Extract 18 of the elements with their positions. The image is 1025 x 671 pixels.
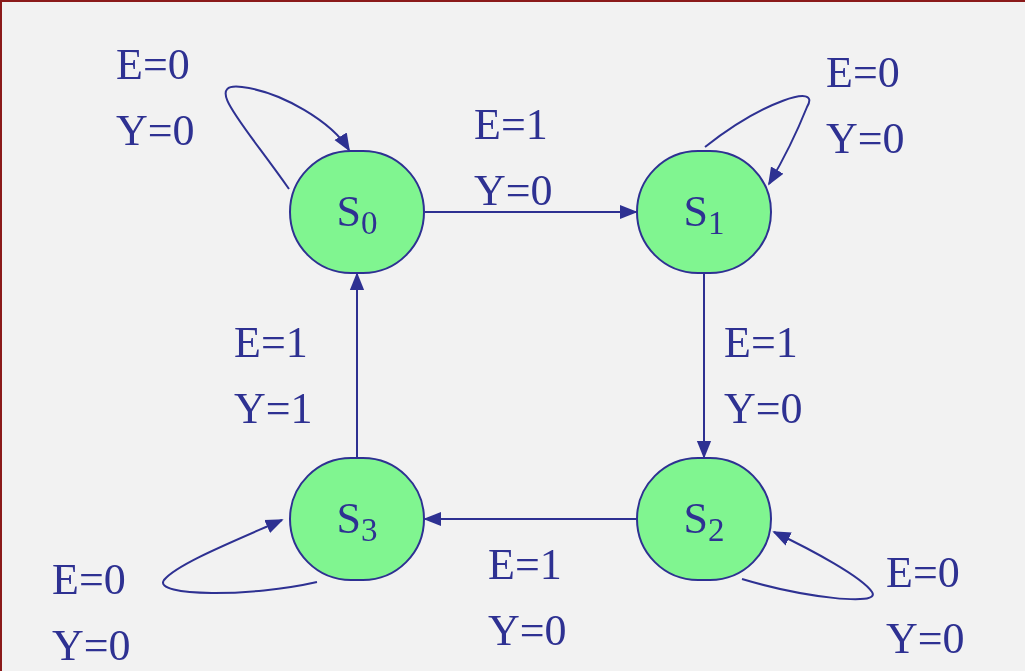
edge-label: E=1 Y=0 xyxy=(488,539,568,657)
self-loop-arrow xyxy=(162,519,318,594)
edge-label: E=0 Y=0 xyxy=(52,554,132,671)
edge-label: E=1 Y=1 xyxy=(234,317,314,435)
self-loop-arrow xyxy=(704,95,811,186)
edge-label: E=1 Y=0 xyxy=(724,317,804,435)
state-label: S$_{2}$ xyxy=(683,497,725,541)
self-loop-arrow xyxy=(224,85,351,190)
edge-label: E=0 Y=0 xyxy=(826,47,906,165)
state-label: S$_{1}$ xyxy=(683,190,725,234)
arrow xyxy=(696,273,712,459)
arrow xyxy=(424,204,638,220)
state-label: S$_{3}$ xyxy=(336,497,378,541)
edge-label: E=0 Y=0 xyxy=(116,39,196,157)
arrow xyxy=(349,272,365,458)
edge-label: E=0 Y=0 xyxy=(886,547,966,665)
state-label: S$_{0}$ xyxy=(336,190,378,234)
edge-label: E=1 Y=0 xyxy=(474,99,554,217)
